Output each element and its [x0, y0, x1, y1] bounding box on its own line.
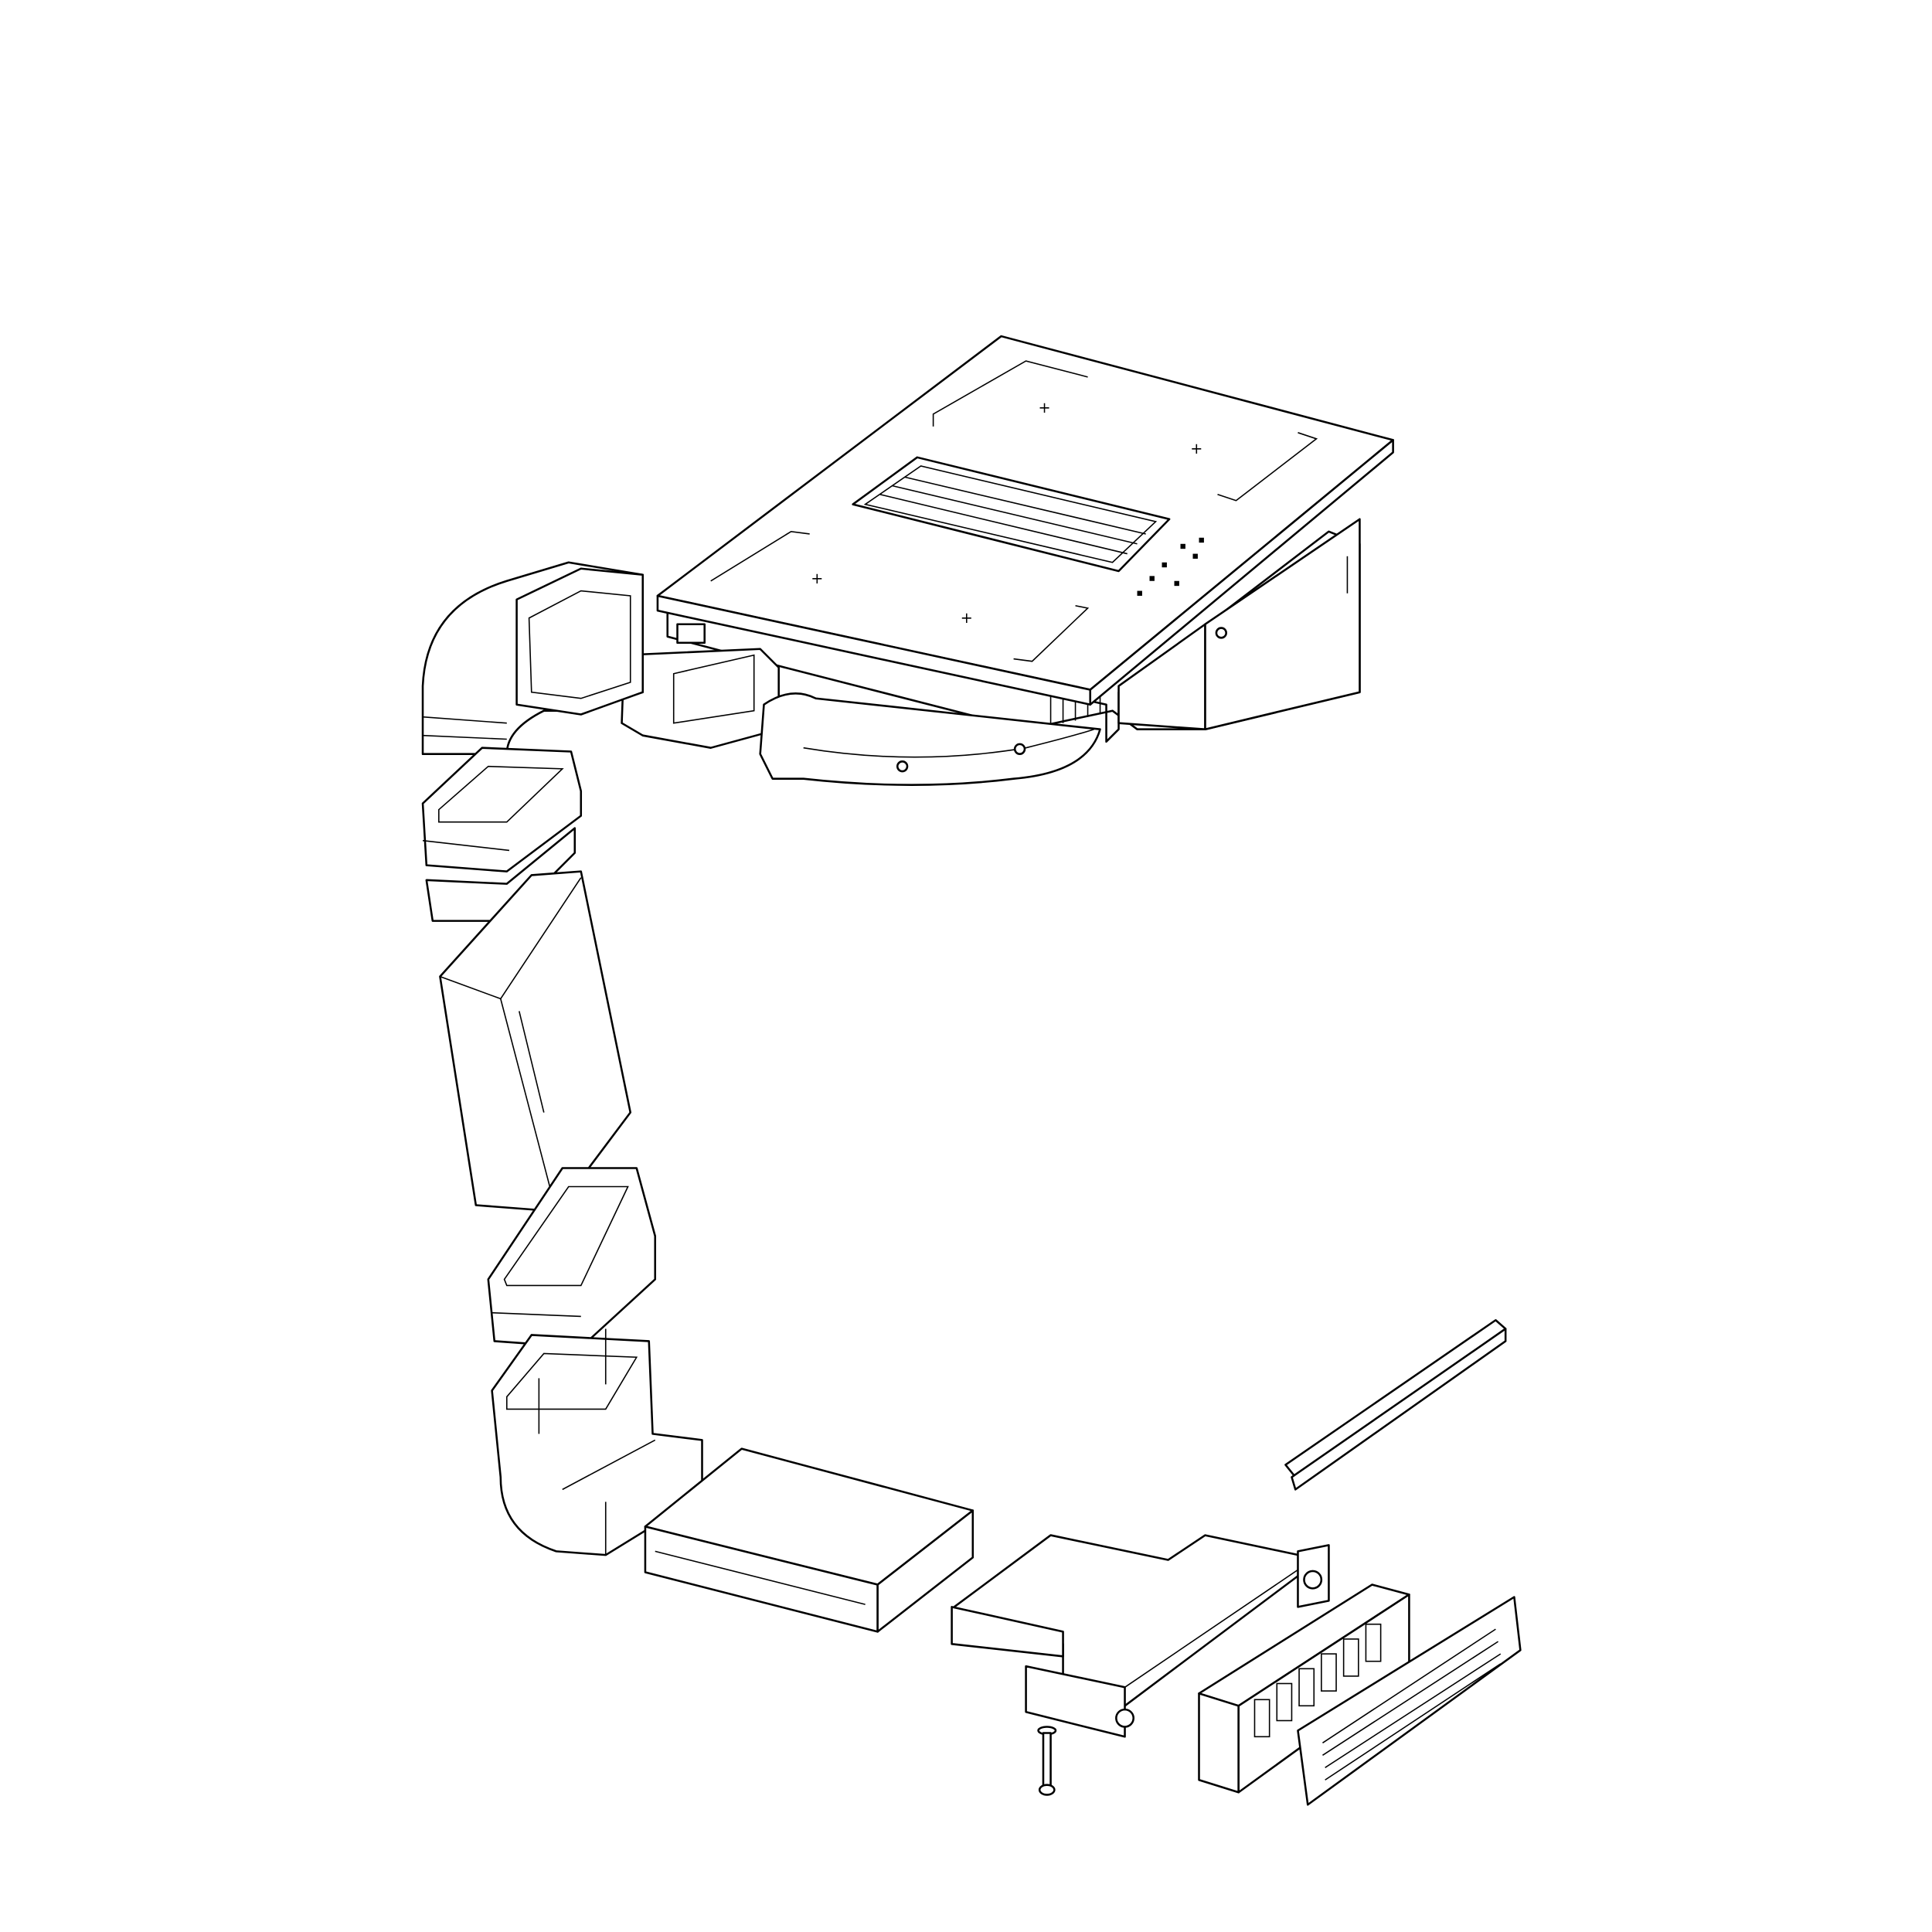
- duct-straight: [439, 870, 632, 1213]
- downdraft-vent-grille: [852, 456, 1171, 573]
- filter-cassette: [1198, 1583, 1410, 1794]
- plinth-grille: [1297, 1596, 1522, 1806]
- cooktop-body: [666, 518, 1361, 743]
- svg-text:+: +: [811, 570, 823, 587]
- duct-transition-upper: [421, 747, 583, 922]
- duct-box-section: [644, 1447, 975, 1633]
- duct-transition-lower: [487, 1167, 657, 1349]
- mounting-rail: [1284, 1318, 1507, 1491]
- svg-text:+: +: [1190, 440, 1202, 457]
- duct-curved-outlet: [759, 692, 1101, 786]
- duct-elbow-lower: [491, 1328, 703, 1556]
- duct-outlet-left: [621, 623, 780, 749]
- svg-text:+: +: [961, 609, 973, 627]
- svg-text:+: +: [1039, 399, 1051, 417]
- control-panel: [1137, 537, 1204, 596]
- mounting-bracket-plate: [951, 1534, 1330, 1738]
- bolt: [1037, 1726, 1057, 1796]
- duct-elbow-upper: [421, 561, 645, 755]
